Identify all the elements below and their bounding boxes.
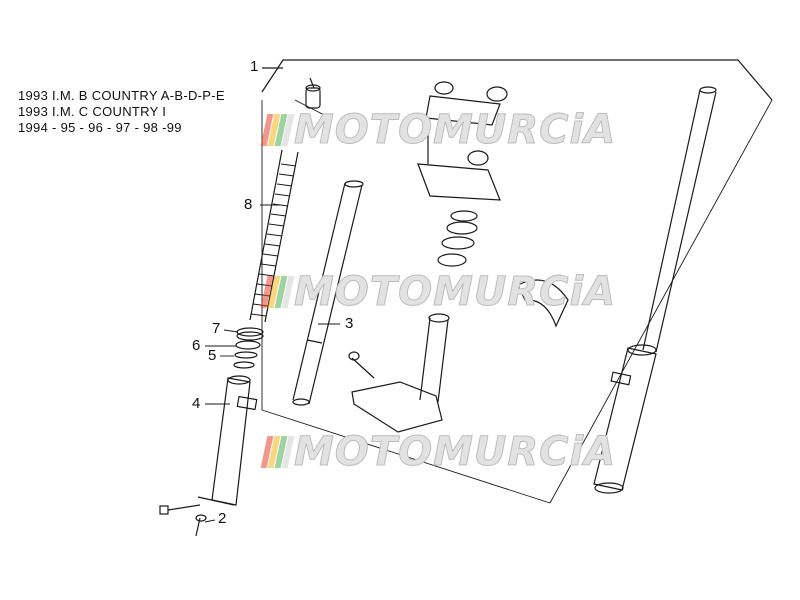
callout-5: 5 xyxy=(208,347,217,364)
bottom-bolts xyxy=(159,504,207,537)
watermark-text: MOTOMURCiA xyxy=(293,269,617,315)
watermark-logo: MOTOMURCiA xyxy=(260,108,616,153)
lower-triple-clamp xyxy=(348,351,443,433)
leader-2 xyxy=(204,519,216,523)
applicability-note-3: 1994 - 95 - 96 - 97 - 98 -99 xyxy=(18,120,182,135)
watermark-logo: MOTOMURCiA xyxy=(260,430,616,475)
watermark-text: MOTOMURCiA xyxy=(293,429,617,475)
callout-8: 8 xyxy=(244,196,253,213)
half-ring xyxy=(517,279,569,328)
frame-right-edge xyxy=(549,99,773,504)
upper-triple-clamp xyxy=(417,81,508,201)
applicability-note-2: 1993 I.M. C COUNTRY I xyxy=(18,104,167,119)
steering-bearings xyxy=(437,210,478,267)
callout-4: 4 xyxy=(192,395,201,412)
fork-top-cap xyxy=(305,77,321,109)
frame-bottom-edge xyxy=(261,409,551,504)
leader-7 xyxy=(223,329,239,333)
kit-bracket-line xyxy=(261,59,773,101)
callout-3: 3 xyxy=(345,315,354,332)
frame-top-edge xyxy=(294,99,331,119)
left-fork-slider xyxy=(197,375,258,506)
steering-stem xyxy=(419,313,450,403)
fork-inner-tube xyxy=(292,180,364,406)
right-fork-leg xyxy=(593,86,717,494)
applicability-note-1: 1993 I.M. B COUNTRY A-B-D-P-E xyxy=(18,88,225,103)
watermark-logo: MOTOMURCiA xyxy=(260,270,616,315)
watermark-text: MOTOMURCiA xyxy=(293,107,617,153)
callout-6: 6 xyxy=(192,337,201,354)
callout-1: 1 xyxy=(250,58,259,75)
callout-7: 7 xyxy=(212,320,221,337)
fork-spring xyxy=(249,149,299,323)
seal-stack xyxy=(233,327,264,369)
callout-2: 2 xyxy=(218,510,227,527)
